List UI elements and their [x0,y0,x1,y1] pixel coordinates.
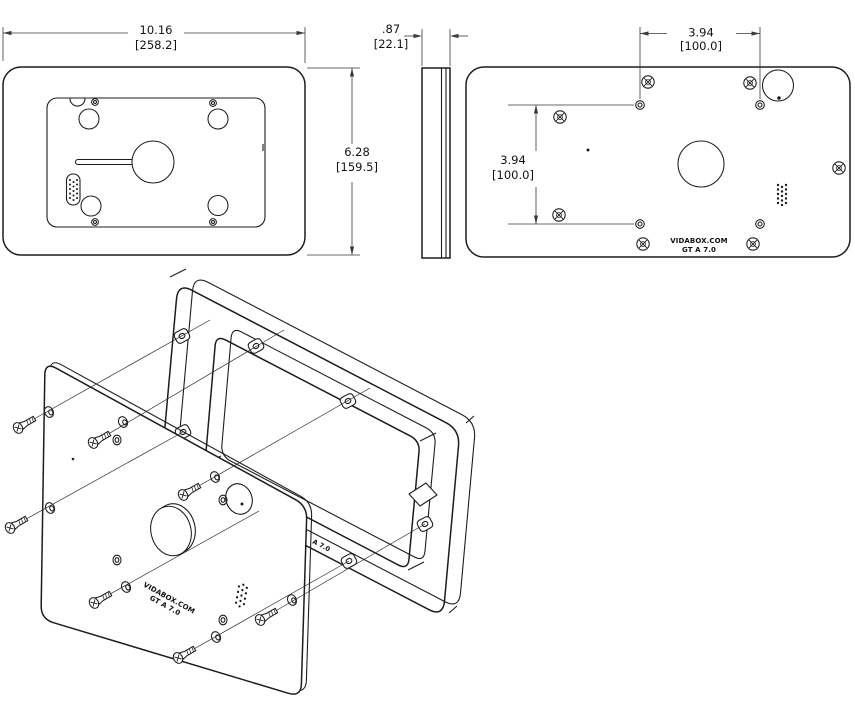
dim-vesa-v-mm: [100.0] [492,168,534,182]
dim-vesa-v-in: 3.94 [500,153,526,167]
phillips-screw [552,208,566,222]
phillips-screw [832,161,846,175]
vesa-hole [755,100,765,110]
dim-vesa-h-in: 3.94 [688,26,714,40]
port-notch [408,482,438,507]
dim-width-in: 10.16 [140,23,173,37]
back-brand-line2: GT A 7.0 [682,246,716,254]
side-view: .87 [22.1] [374,22,468,259]
frame-engraving: A 7.0 [311,538,332,554]
center-hole [150,505,192,557]
camera-hole [225,483,253,515]
dim-vesa-h-mm: [100.0] [680,39,722,53]
backplate-part: VIDABOX.COM GT A 7.0 [40,362,313,695]
vesa-hole [755,219,765,229]
phillips-screw [743,76,757,90]
camera-hole [761,69,795,102]
dim-depth-mm: [22.1] [374,37,409,51]
phillips-screw [641,75,655,89]
mic-hole [240,502,244,506]
phillips-screw [746,237,760,251]
speaker-grille [234,583,248,608]
exploded-view: A 7.0 [2,268,476,695]
dim-width: 10.16 [258.2] [2,23,306,63]
frame-engraving-text: A 7.0 [311,538,332,554]
back-speaker-grille [776,183,788,207]
phillips-screw [553,110,567,124]
screw [2,513,30,536]
mic-hole [777,96,781,100]
screw [10,413,38,436]
assembly-leader-lines [9,319,426,659]
dim-width-mm: [258.2] [135,38,177,52]
center-hole [677,140,725,188]
dim-depth-in: .87 [382,22,400,36]
back-brand-line1: VIDABOX.COM [670,237,728,245]
front-screw-holes [91,98,217,226]
dim-vesa-horizontal: 3.94 [100.0] [639,26,761,99]
plate-vesa-hole [218,614,228,626]
dim-vesa-vertical: 3.94 [100.0] [492,104,634,225]
back-view: VIDABOX.COM GT A 7.0 3.94 [100.0] 3.94 [… [465,26,851,258]
reset-hole [71,457,75,461]
keyhole-slot [74,158,133,166]
dim-height: 6.28 [159.5] [307,67,378,256]
plate-vesa-hole [112,554,122,566]
dim-depth: .87 [22.1] [374,22,468,66]
front-speaker-grille [65,173,81,206]
dim-height-in: 6.28 [344,145,370,159]
front-view: 10.16 [258.2] 6.28 [159.5] [2,23,378,256]
vesa-hole [635,100,645,110]
phillips-screw [636,237,650,251]
vesa-hole [635,219,645,229]
plate-vesa-hole [112,434,122,446]
dim-height-mm: [159.5] [336,160,378,174]
reset-hole [586,148,590,152]
center-hole [131,140,175,184]
